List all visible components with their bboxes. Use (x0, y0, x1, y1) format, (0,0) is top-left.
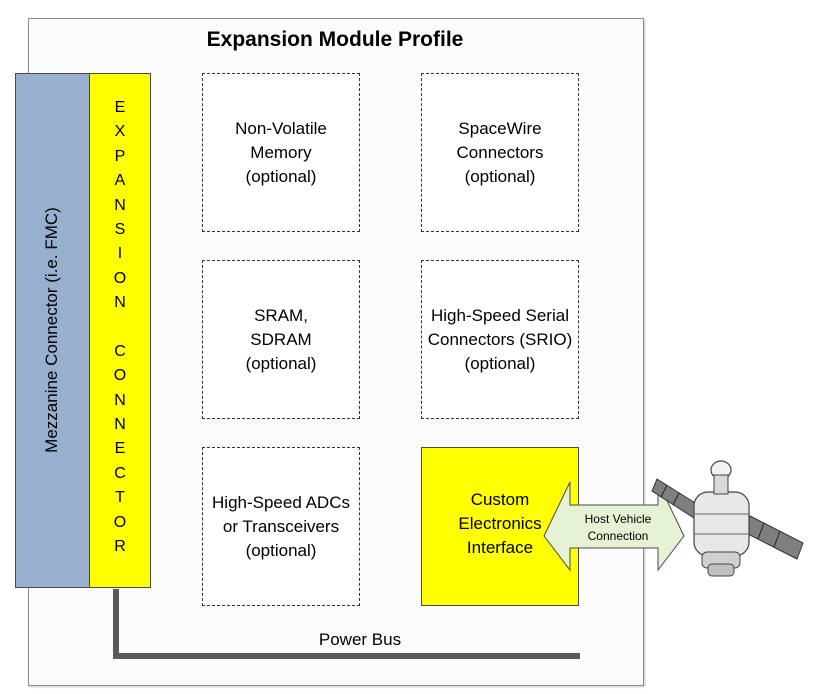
expansion-letter: S (114, 220, 126, 238)
host-connection-label: Host Vehicle Connection (584, 512, 652, 543)
expansion-letter: N (114, 416, 126, 434)
host-connection-arrow (543, 481, 685, 572)
power-bus-line (113, 589, 580, 659)
adc-block: High-Speed ADCs or Transceivers (optiona… (202, 447, 360, 606)
expansion-letter: N (114, 391, 126, 409)
expansion-letter: E (114, 440, 126, 458)
power-bus-label: Power Bus (318, 630, 402, 649)
adc-label: High-Speed ADCs or Transceivers (optiona… (212, 492, 350, 560)
expansion-letter: A (114, 172, 126, 190)
sram-block: SRAM, SDRAM (optional) (202, 260, 360, 419)
expansion-letter: O (113, 367, 127, 385)
sram-label: SRAM, SDRAM (optional) (245, 305, 317, 373)
expansion-letter: O (113, 269, 127, 287)
expansion-letter: E (114, 99, 126, 116)
expansion-connector-block (89, 73, 151, 588)
expansion-letter: O (113, 513, 127, 531)
mezzanine-connector-label: Mezzanine Connector (i.e. FMC) (42, 207, 61, 453)
expansion-letter (89, 316, 151, 340)
expansion-letter: P (114, 147, 126, 165)
diagram-title: Expansion Module Profile (206, 28, 464, 51)
mezzanine-connector-block (15, 73, 90, 588)
expansion-letter: I (117, 245, 123, 263)
srio-label: High-Speed Serial Connectors (SRIO) (opt… (427, 305, 573, 373)
expansion-letter: T (115, 489, 125, 507)
expansion-letter: X (114, 123, 126, 141)
nvm-label: Non-Volatile Memory (optional) (235, 118, 327, 186)
satellite-icon (651, 460, 804, 577)
expansion-letter: N (114, 294, 126, 312)
spacewire-block: SpaceWire Connectors (optional) (421, 73, 579, 232)
srio-block: High-Speed Serial Connectors (SRIO) (opt… (421, 260, 579, 419)
expansion-letter: R (114, 538, 126, 556)
custom-interface-label: Custom Electronics Interface (458, 490, 542, 557)
nvm-block: Non-Volatile Memory (optional) (202, 73, 360, 232)
spacewire-label: SpaceWire Connectors (optional) (456, 118, 544, 186)
expansion-letter: C (114, 464, 126, 482)
expansion-letter: N (114, 196, 126, 214)
expansion-letter: C (114, 342, 126, 360)
